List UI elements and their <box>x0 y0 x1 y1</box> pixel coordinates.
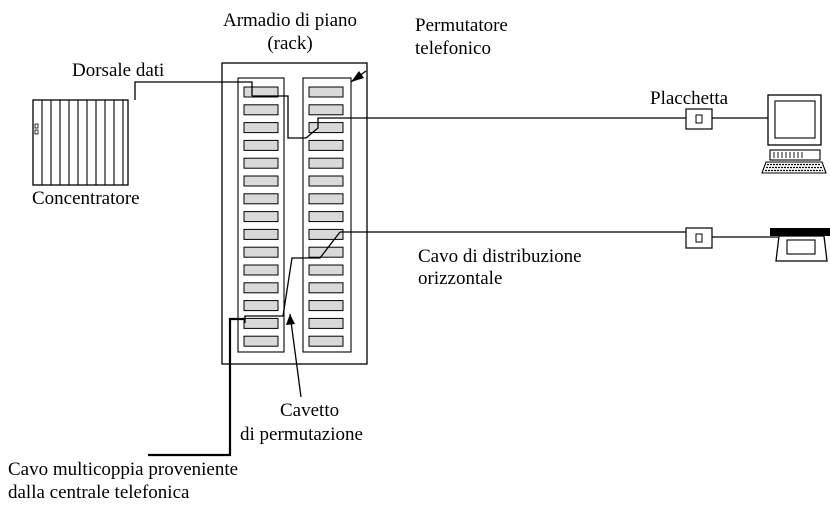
patch-cord-computer <box>252 95 340 139</box>
outlet-icon <box>685 108 713 130</box>
patch-cord-arrowhead <box>286 314 295 325</box>
backbone-label: Dorsale dati <box>72 60 164 81</box>
port <box>308 264 344 276</box>
port <box>243 300 279 312</box>
patch-cord-label-line1: Cavetto <box>280 400 339 421</box>
port <box>308 300 344 312</box>
phone-panel-label-line2: telefonico <box>415 38 491 59</box>
port <box>243 264 279 276</box>
port <box>308 282 344 294</box>
port <box>308 211 344 223</box>
port <box>243 104 279 116</box>
port <box>308 317 344 329</box>
rack-cabinet <box>221 62 368 365</box>
horizontal-cable-label-line2: orizzontale <box>418 268 502 289</box>
port <box>243 157 279 169</box>
port <box>308 246 344 258</box>
multipair-cable-label-line1: Cavo multicoppia proveniente <box>8 459 238 480</box>
port <box>243 122 279 134</box>
port <box>243 317 279 329</box>
port <box>308 157 344 169</box>
patch-cord-phone <box>244 231 341 323</box>
multipair-cable-label-line2: dalla centrale telefonica <box>8 482 190 503</box>
phone-icon <box>770 228 830 262</box>
port <box>243 335 279 347</box>
port <box>308 175 344 187</box>
wallplate-label: Placchetta <box>650 88 729 109</box>
hub-label: Concentratore <box>32 188 140 209</box>
patch-cord-pointer <box>289 313 302 398</box>
phone-panel-label-line1: Permutatore <box>415 15 508 36</box>
port <box>243 246 279 258</box>
port <box>308 104 344 116</box>
phone-panel-arrowhead <box>351 71 364 82</box>
rack-title-line2: (rack) <box>267 33 312 54</box>
port <box>308 139 344 151</box>
patch-cord-label-line2: di permutazione <box>240 424 363 445</box>
backbone-cable <box>134 81 253 100</box>
port <box>308 193 344 205</box>
hub-icon <box>32 99 129 186</box>
multipair-cable <box>148 317 245 457</box>
rack-title-line1: Armadio di piano <box>223 10 357 31</box>
port <box>243 193 279 205</box>
port <box>243 175 279 187</box>
port <box>243 282 279 294</box>
port <box>308 86 344 98</box>
computer-icon <box>761 94 827 174</box>
outlet-icon <box>685 227 713 249</box>
port <box>243 228 279 240</box>
horizontal-cable-label-line1: Cavo di distribuzione <box>418 246 582 267</box>
port <box>243 211 279 223</box>
port <box>243 86 279 98</box>
port <box>243 139 279 151</box>
port <box>308 122 344 134</box>
port <box>308 335 344 347</box>
port <box>308 228 344 240</box>
